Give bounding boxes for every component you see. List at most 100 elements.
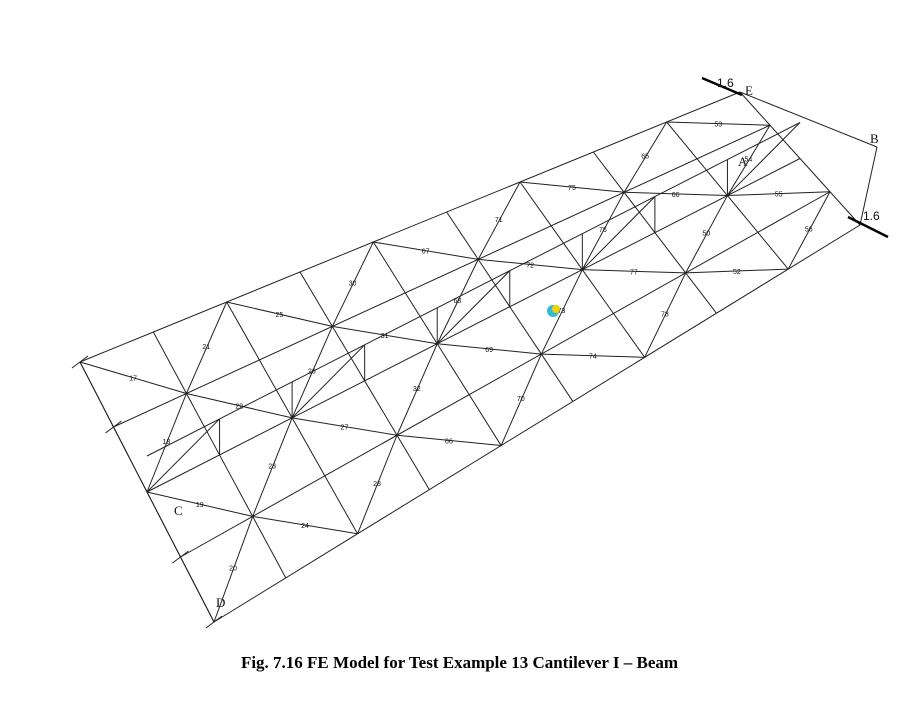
element-number-label: 77	[630, 269, 638, 276]
mesh-transverse-line	[396, 434, 430, 490]
element-number-label: 66	[445, 438, 453, 445]
mesh-diagonal-line	[685, 268, 789, 274]
mesh-diagonal-line	[436, 259, 479, 344]
element-number-label: 54	[745, 157, 753, 164]
load-label-top: 1.6	[717, 76, 734, 90]
mesh-transverse-line	[550, 225, 583, 270]
corner-label-e: E	[745, 83, 753, 98]
element-number-label: 66	[672, 192, 680, 199]
mesh-transverse-line	[739, 91, 771, 126]
mesh-edge-right-lower	[859, 146, 878, 226]
mesh-transverse-line	[696, 158, 728, 196]
element-number-label: 24	[301, 523, 309, 530]
mesh-longitudinal-line	[180, 191, 831, 558]
mesh-transverse-line	[180, 556, 215, 623]
mesh-transverse-line	[477, 259, 511, 307]
mesh-diagonal-line	[437, 343, 542, 355]
mesh-diagonal-line	[581, 192, 625, 270]
mesh-longitudinal-line	[146, 158, 801, 493]
load-arrows	[701, 76, 889, 239]
element-number-label: 78	[661, 311, 669, 318]
element-number-label: 17	[129, 376, 137, 383]
mesh-diagonal-line	[623, 121, 668, 193]
mesh-diagonal-line	[624, 191, 728, 197]
mesh-transverse-line	[226, 301, 260, 361]
mesh-diagonal-line	[252, 417, 293, 517]
mesh-transverse-line	[79, 361, 114, 428]
element-number-label: 69	[485, 347, 493, 354]
mesh-diagonal-line	[787, 191, 831, 270]
element-number-label: 50	[702, 230, 710, 237]
mesh-diagonal-line	[357, 435, 398, 534]
mesh-transverse-line	[727, 195, 759, 233]
mesh-diagonal-line	[79, 361, 187, 394]
load-arrow-top	[701, 76, 743, 97]
mesh-transverse-line	[757, 232, 789, 270]
mesh-diagonal-line	[582, 269, 686, 274]
mesh-transverse-line	[613, 313, 646, 358]
mesh-web-diagonal	[727, 122, 801, 196]
element-number-label: 72	[526, 263, 534, 270]
element-number-label: 20	[229, 565, 237, 572]
load-arrow-right	[847, 215, 889, 239]
mesh-web-top-line	[727, 122, 801, 161]
mesh-diagonal-line	[373, 241, 479, 260]
mesh-diagonal-line	[727, 124, 771, 196]
mesh-diagonal-line	[478, 258, 583, 271]
mesh-web-top-line	[146, 418, 220, 457]
mesh-diagonal-line	[252, 515, 358, 535]
element-number-label: 55	[775, 192, 783, 199]
element-number-label: 31	[381, 333, 389, 340]
mesh-transverse-line	[364, 380, 398, 436]
mesh-transverse-line	[592, 151, 625, 193]
mesh-diagonal-line	[213, 516, 254, 623]
mesh-transverse-line	[258, 359, 293, 419]
mesh-transverse-line	[372, 241, 406, 294]
element-number-label: 25	[276, 312, 284, 319]
corner-label-c: C	[174, 503, 183, 518]
mesh-diagonal-line	[186, 392, 293, 419]
element-number-label: 74	[589, 354, 597, 361]
corner-label-b: B	[870, 131, 879, 146]
mesh-web-top-line	[436, 270, 511, 309]
mesh-transverse-line	[299, 271, 333, 327]
mesh-longitudinal-line	[79, 91, 741, 363]
corner-label-a: A	[738, 154, 748, 169]
element-number-label: 52	[733, 269, 741, 276]
element-number-label: 71	[495, 217, 503, 224]
mesh-edge-right	[739, 91, 878, 148]
mesh-diagonal-line	[185, 301, 228, 394]
mesh-lines	[71, 91, 878, 629]
element-number-label: 67	[422, 249, 430, 256]
mesh-transverse-line	[799, 158, 831, 193]
element-number-label: 76	[599, 227, 607, 234]
corner-label-d: D	[216, 595, 225, 610]
element-number-label: 19	[196, 502, 204, 509]
mesh-transverse-line	[654, 232, 687, 274]
element-number-label: 56	[805, 227, 813, 234]
mesh-diagonal-line	[331, 241, 374, 327]
mesh-transverse-line	[468, 394, 502, 446]
mesh-transverse-line	[685, 272, 717, 314]
mesh-transverse-line	[446, 211, 479, 260]
mesh-transverse-line	[519, 181, 552, 227]
mesh-diagonal-line	[644, 272, 687, 358]
fe-mesh-diagram: 1718192021222324252627283031326667686970…	[71, 76, 889, 629]
mesh-transverse-line	[581, 269, 614, 314]
mesh-web-top-line	[219, 381, 293, 420]
load-label-right: 1.6	[863, 209, 880, 223]
mesh-transverse-line	[404, 292, 438, 345]
element-number-label: 30	[349, 280, 357, 287]
mesh-transverse-line	[152, 331, 187, 394]
mesh-web-diagonal	[581, 196, 656, 271]
mesh-diagonal-line	[540, 269, 583, 355]
mesh-diagonal-line	[477, 181, 521, 260]
mesh-web-top-line	[582, 196, 656, 235]
mesh-end-tick-tick-c	[172, 550, 189, 564]
mesh-web-top-line	[509, 233, 583, 272]
mesh-web-diagonal	[146, 418, 220, 493]
mesh-transverse-line	[291, 417, 326, 477]
mesh-web-top-line	[291, 344, 365, 383]
mesh-end-tick-tick-left	[105, 420, 122, 434]
origin-marker-yellow	[552, 305, 560, 313]
